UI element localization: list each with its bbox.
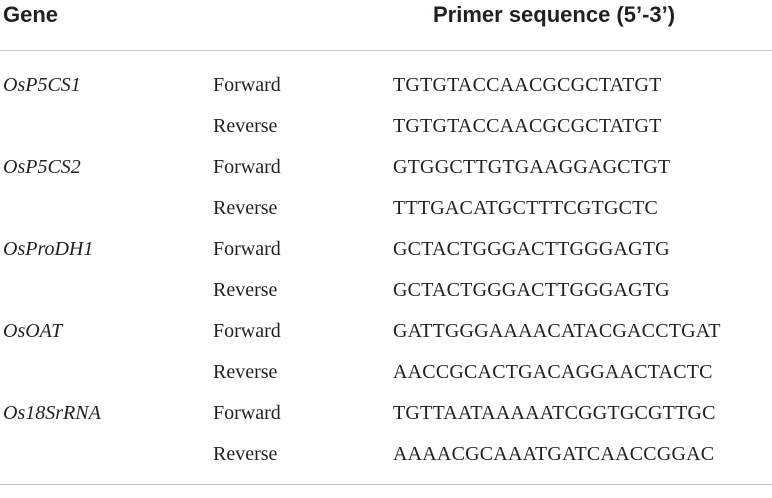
gene-name: OsOAT bbox=[3, 320, 63, 342]
primer-sequence: TGTGTACCAACGCGCTATGT bbox=[393, 115, 662, 137]
table-row: OsP5CS2 Forward GTGGCTTGTGAAGGAGCTGT bbox=[0, 150, 772, 191]
gene-name: OsP5CS2 bbox=[3, 156, 81, 178]
table-row: Reverse TGTGTACCAACGCGCTATGT bbox=[0, 109, 772, 150]
table-row: Reverse AACCGCACTGACAGGAACTACTC bbox=[0, 355, 772, 396]
gene-name: OsProDH1 bbox=[3, 238, 94, 260]
primer-direction: Reverse bbox=[213, 115, 278, 137]
primer-sequence: GATTGGGAAAACATACGACCTGAT bbox=[393, 320, 721, 342]
primer-direction: Forward bbox=[213, 156, 281, 178]
primer-direction: Forward bbox=[213, 238, 281, 260]
primer-sequence: AACCGCACTGACAGGAACTACTC bbox=[393, 361, 713, 383]
table-row: Os18SrRNA Forward TGTTAATAAAAATCGGTGCGTT… bbox=[0, 396, 772, 437]
primer-sequence: GCTACTGGGACTTGGGAGTG bbox=[393, 279, 670, 301]
primer-direction: Reverse bbox=[213, 197, 278, 219]
primer-direction: Forward bbox=[213, 74, 281, 96]
table-row: Reverse TTTGACATGCTTTCGTGCTC bbox=[0, 191, 772, 232]
header-primer-sequence: Primer sequence (5’-3’) bbox=[433, 2, 676, 27]
primer-sequence: TGTGTACCAACGCGCTATGT bbox=[393, 74, 662, 96]
primer-direction: Reverse bbox=[213, 279, 278, 301]
header-gene: Gene bbox=[3, 2, 59, 27]
bottom-rule bbox=[0, 484, 772, 485]
primer-direction: Forward bbox=[213, 402, 281, 424]
gene-name: OsP5CS1 bbox=[3, 74, 81, 96]
primer-sequence: TTTGACATGCTTTCGTGCTC bbox=[393, 197, 659, 219]
table-row: OsOAT Forward GATTGGGAAAACATACGACCTGAT bbox=[0, 314, 772, 355]
primer-sequence: GCTACTGGGACTTGGGAGTG bbox=[393, 238, 670, 260]
primer-table: Gene Primer sequence (5’-3’) OsP5CS1 For… bbox=[0, 0, 772, 478]
table-body: OsP5CS1 Forward TGTGTACCAACGCGCTATGT Rev… bbox=[0, 51, 772, 478]
primer-direction: Reverse bbox=[213, 443, 278, 465]
primer-direction: Forward bbox=[213, 320, 281, 342]
primer-sequence: AAAACGCAAATGATCAACCGGAC bbox=[393, 443, 715, 465]
primer-sequence: GTGGCTTGTGAAGGAGCTGT bbox=[393, 156, 671, 178]
primer-direction: Reverse bbox=[213, 361, 278, 383]
table-row: Reverse GCTACTGGGACTTGGGAGTG bbox=[0, 273, 772, 314]
table-row: OsP5CS1 Forward TGTGTACCAACGCGCTATGT bbox=[0, 68, 772, 109]
table-row: OsProDH1 Forward GCTACTGGGACTTGGGAGTG bbox=[0, 232, 772, 273]
primer-sequence: TGTTAATAAAAATCGGTGCGTTGC bbox=[393, 402, 716, 424]
table-header: Gene Primer sequence (5’-3’) bbox=[0, 0, 772, 51]
gene-name: Os18SrRNA bbox=[3, 402, 101, 424]
table-row: Reverse AAAACGCAAATGATCAACCGGAC bbox=[0, 437, 772, 478]
